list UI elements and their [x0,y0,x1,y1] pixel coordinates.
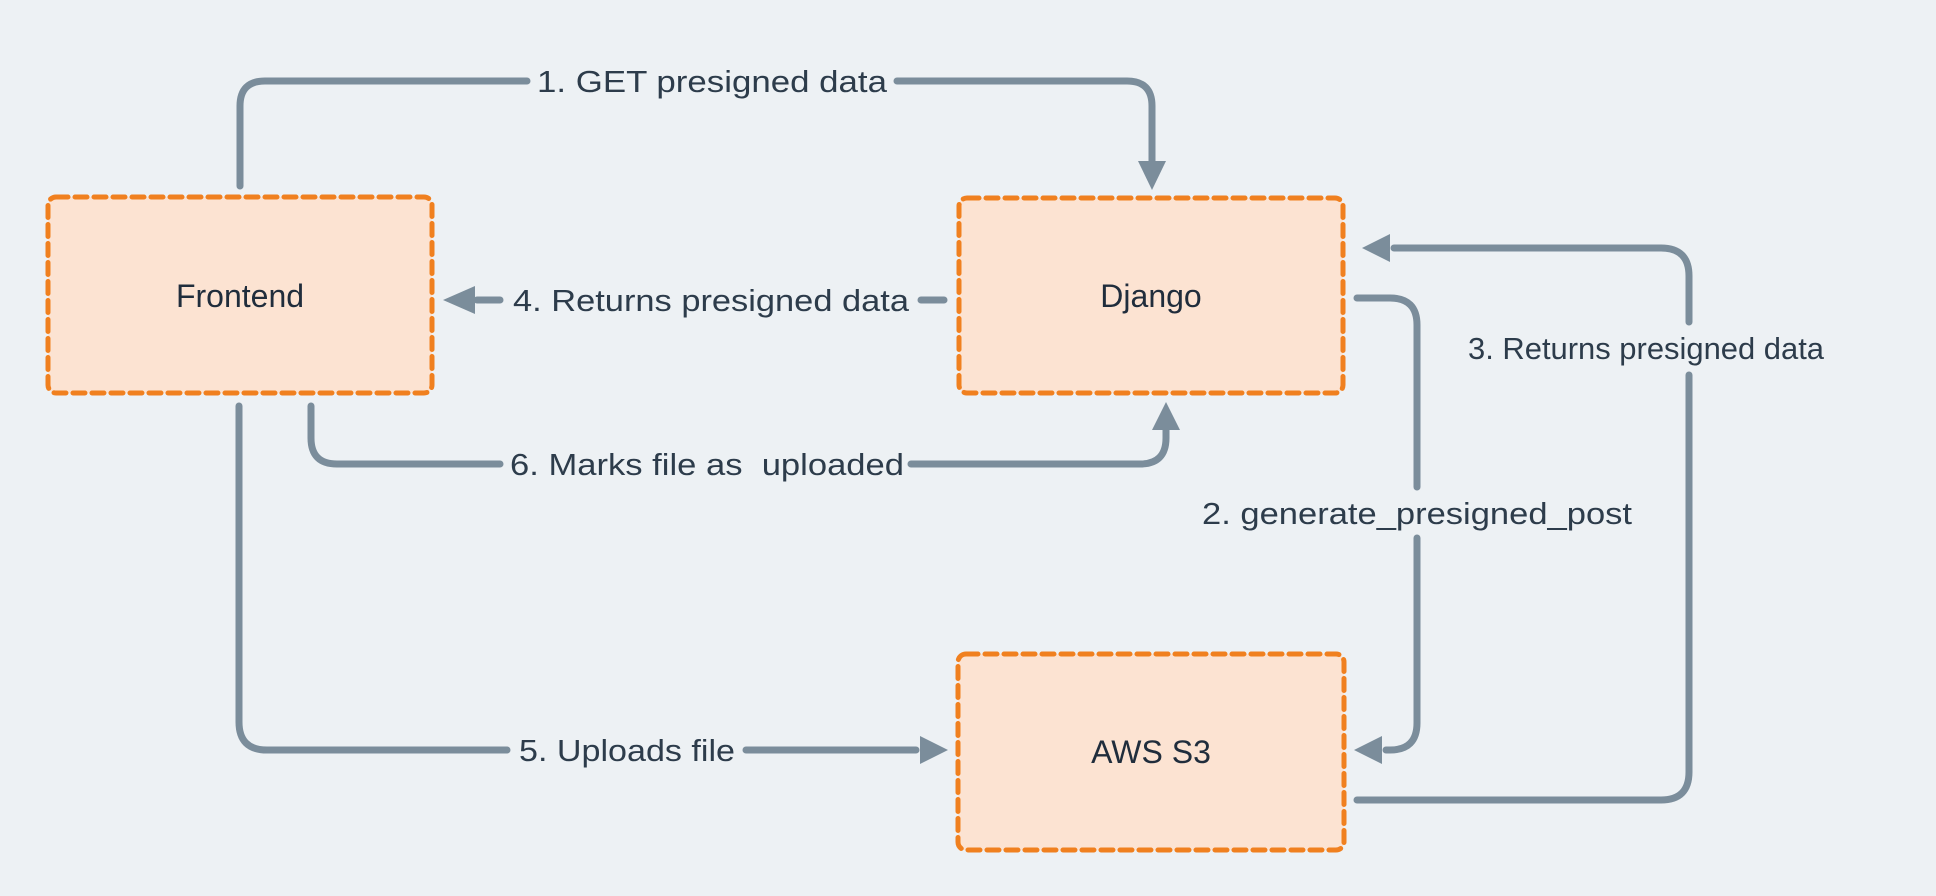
frontend-label: Frontend [176,278,304,314]
django-label: Django [1100,278,1201,314]
edge-2-arrowhead-left-icon [1354,736,1382,764]
edge-5-uploads-file: 5. Uploads file [235,402,948,768]
edge-4-label: 4. Returns presigned data [513,283,910,318]
aws-s3-box [955,651,1347,853]
node-frontend: Frontend [45,194,435,396]
edge-3-label: 3. Returns presigned data [1468,331,1825,366]
edge-4-arrowhead-left-icon [443,286,475,314]
edge-1-label: 1. GET presigned data [537,64,888,99]
edge-5-line-start [235,402,511,754]
aws-s3-label: AWS S3 [1091,734,1211,770]
edge-6-line-start [307,402,504,468]
edge-6-arrowhead-up-icon [1152,402,1180,430]
edge-6-line-end [907,426,1170,468]
edge-4-returns-presigned-data: 4. Returns presigned data [443,283,948,318]
edge-6-label: 6. Marks file as uploaded [510,447,904,482]
edge-1-line-start [236,77,531,190]
edge-1-arrowhead-down-icon [1138,161,1166,190]
frontend-box [45,194,435,396]
edge-1-line-end [893,77,1156,166]
edge-3-arrowhead-left-icon [1362,234,1390,262]
edge-2-label: 2. generate_presigned_post [1202,496,1632,531]
edge-2-line-end [1382,534,1421,754]
edge-5-label: 5. Uploads file [519,733,735,768]
edge-2-line-start [1353,294,1421,491]
node-aws-s3: AWS S3 [955,651,1347,853]
edge-3-line-end [1390,244,1693,326]
edge-1-get-presigned-data: 1. GET presigned data [236,64,1166,190]
django-box [956,195,1346,396]
edge-2-generate-presigned-post: 2. generate_presigned_post [1202,294,1632,764]
edge-3-line-start [1353,371,1693,804]
edge-6-marks-file-uploaded: 6. Marks file as uploaded [307,402,1180,482]
edge-5-arrowhead-right-icon [920,736,948,764]
node-django: Django [956,195,1346,396]
edge-3-returns-presigned-data: 3. Returns presigned data [1353,234,1825,804]
